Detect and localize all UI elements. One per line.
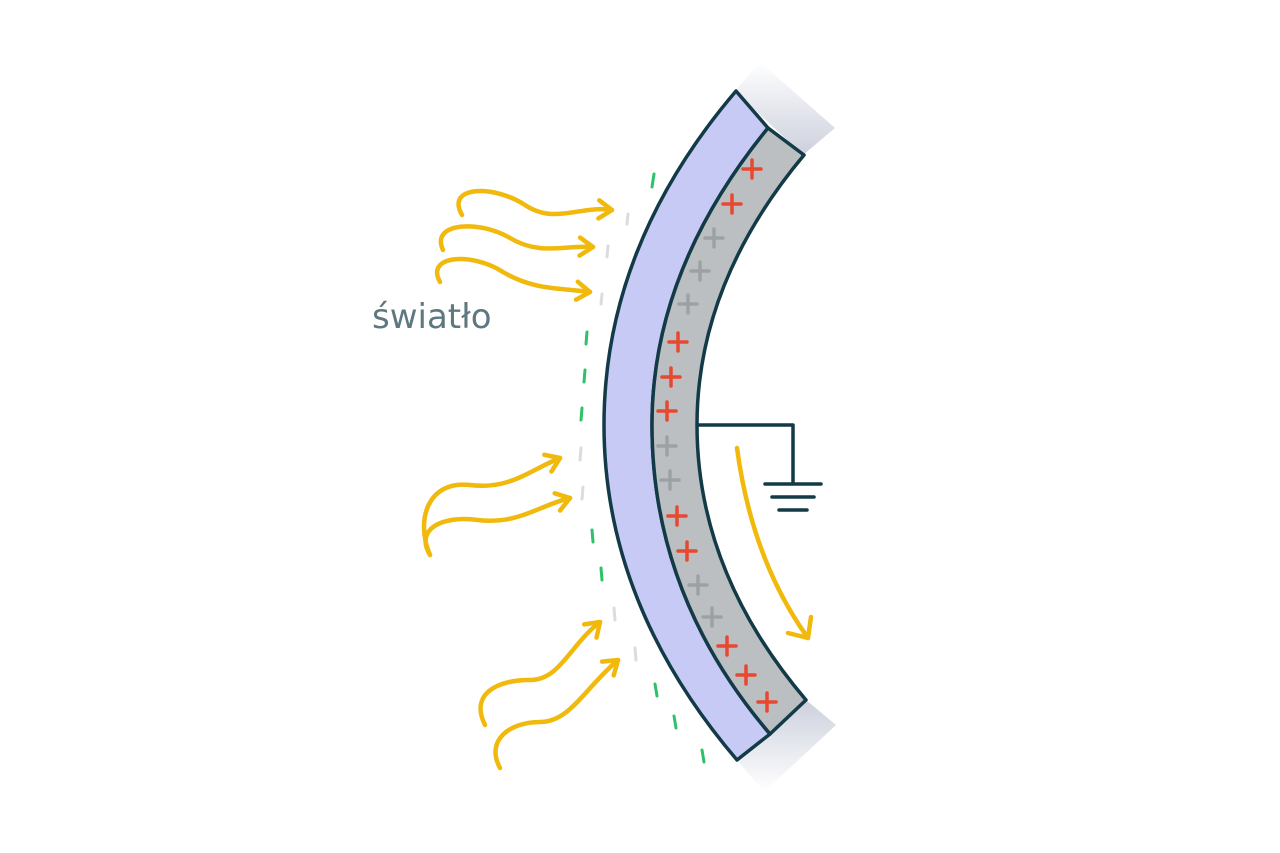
charge-mark: [579, 406, 584, 422]
light-ray-path: [478, 619, 603, 728]
charge-layer: [650, 126, 808, 736]
light-ray: [423, 491, 573, 558]
positive-charge: [735, 664, 757, 686]
rotation-arrow-head: [785, 614, 814, 641]
rotation-arrow: [734, 445, 814, 641]
neutral-charge: [701, 606, 723, 628]
neutral-charge: [689, 260, 711, 282]
positive-charge: [656, 400, 678, 422]
light-ray-arrowhead: [542, 452, 563, 474]
ground-wire: [697, 423, 795, 484]
light-ray-path: [423, 495, 573, 558]
light-ray: [493, 657, 621, 771]
positive-charge: [741, 158, 763, 180]
ground-connection: [697, 423, 823, 512]
charge-mark: [582, 368, 587, 384]
discharged-mark: [605, 244, 610, 259]
neutral-charge: [687, 574, 709, 596]
light-rays: [421, 188, 621, 771]
light-ray-path: [493, 657, 621, 771]
positive-charge: [676, 540, 698, 562]
charges: [656, 158, 778, 713]
light-ray-arrowhead: [577, 235, 596, 258]
light-ray: [456, 188, 615, 221]
neutral-charge: [677, 293, 699, 315]
drum-continuation: [735, 62, 836, 792]
charge-mark: [584, 330, 589, 346]
drum-continuation-top: [735, 62, 835, 155]
light-ray-arrowhead: [596, 198, 615, 221]
drum-continuation-bottom: [737, 700, 836, 792]
rotation-arrow-line: [734, 445, 811, 641]
positive-charge: [660, 366, 682, 388]
positive-charge: [721, 193, 743, 215]
light-ray-arrowhead: [573, 279, 593, 302]
light-ray: [435, 256, 593, 302]
charge-mark: [672, 714, 678, 730]
charge-mark: [653, 682, 659, 698]
positive-charge: [667, 331, 689, 353]
light-ray-path: [438, 224, 596, 253]
neutral-charge: [703, 227, 725, 249]
discharged-mark: [599, 292, 604, 306]
light-ray-arrowhead: [581, 619, 603, 640]
charge-mark: [599, 566, 604, 582]
discharged-mark: [580, 485, 585, 501]
discharged-mark: [633, 646, 638, 662]
discharged-mark: [612, 606, 617, 622]
charge-mark: [650, 172, 656, 189]
light-ray-arrowhead: [599, 657, 621, 678]
light-ray: [438, 224, 596, 258]
discharged-mark: [625, 212, 630, 226]
light-ray-path: [421, 455, 563, 558]
neutral-charge: [656, 435, 678, 457]
positive-charge: [716, 635, 738, 657]
light-ray: [421, 452, 563, 558]
light-ray-arrowhead: [552, 491, 573, 513]
neutral-charge: [659, 469, 681, 491]
light-label: światło: [372, 297, 492, 337]
light-ray: [478, 619, 603, 728]
light-ray-path: [456, 188, 615, 218]
discharged-mark: [578, 446, 583, 462]
positive-charge: [666, 505, 688, 527]
charge-mark: [700, 748, 706, 764]
positive-charge: [756, 691, 778, 713]
surface-marks: [578, 172, 706, 764]
light-ray-path: [435, 256, 593, 295]
charge-mark: [590, 528, 595, 544]
